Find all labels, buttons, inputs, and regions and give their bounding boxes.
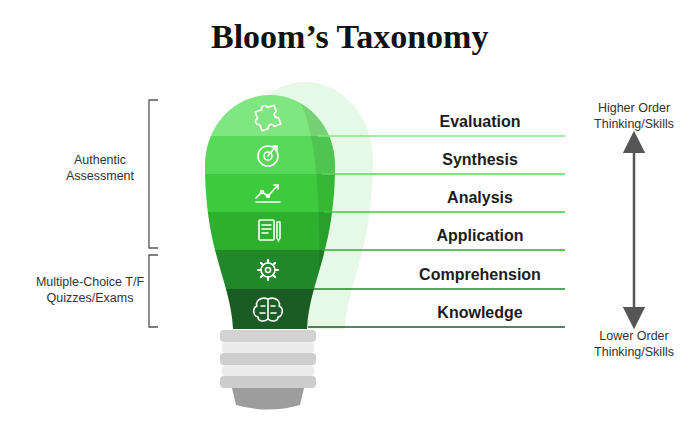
level-label: Comprehension [419, 265, 541, 285]
level-band: Knowledge [405, 299, 555, 323]
assessment-note: Multiple-Choice T/F Quizzes/Exams [20, 274, 160, 306]
assessment-note: Authentic Assessment [40, 152, 160, 184]
order-arrow [633, 142, 636, 318]
level-lines [308, 136, 565, 327]
level-label: Analysis [447, 188, 513, 208]
bulb-bands [190, 90, 350, 330]
level-label: Application [436, 226, 523, 246]
level-band: Comprehension [405, 261, 555, 285]
order-label: Higher Order Thinking/Skills [574, 100, 694, 132]
level-band: Analysis [405, 184, 555, 208]
level-icons [251, 102, 282, 321]
level-label: Evaluation [440, 112, 521, 132]
level-band: Synthesis [405, 146, 555, 170]
level-band: Evaluation [405, 108, 555, 132]
assessment-brackets [149, 100, 158, 327]
level-band: Application [405, 222, 555, 246]
bulb-base [220, 330, 316, 410]
order-label: Lower Order Thinking/Skills [574, 328, 694, 360]
level-label: Knowledge [437, 303, 522, 323]
diagram-title: Bloom’s Taxonomy [211, 18, 488, 56]
level-label: Synthesis [442, 150, 518, 170]
